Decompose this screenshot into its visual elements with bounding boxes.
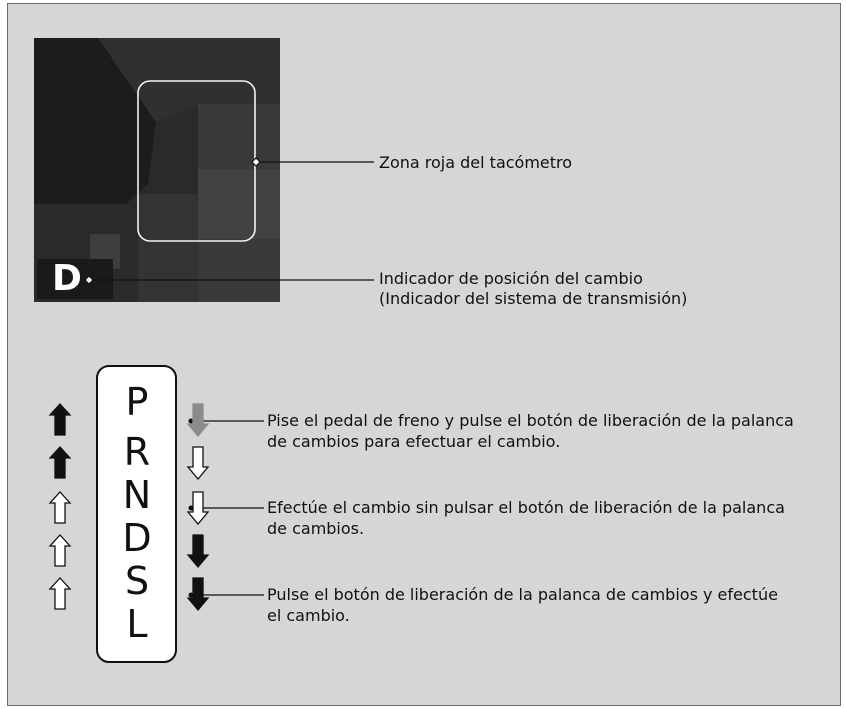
shift-indicator-leader-dot	[84, 275, 94, 285]
gear-position-s: S	[124, 559, 150, 603]
gear-position-d: D	[122, 516, 152, 560]
up-arrow-black-icon	[48, 403, 72, 436]
gear-position-n: N	[122, 473, 152, 517]
shift-position-indicator-sublabel: (Indicador del sistema de transmisión)	[379, 289, 688, 308]
no-release-leader-dot	[188, 505, 194, 511]
down-arrow-black-icon	[186, 577, 210, 612]
press-release-instruction-line2: el cambio.	[267, 606, 350, 625]
shift-position-indicator-letter: D	[52, 258, 82, 299]
press-release-leader-dot	[188, 592, 194, 598]
red-zone-leader-dot	[251, 157, 261, 167]
down-arrow-gray-icon	[186, 403, 210, 438]
left-arrow-column	[48, 403, 72, 610]
gear-selector-frame	[96, 365, 177, 663]
brake-instruction-line2: de cambios para efectuar el cambio.	[267, 432, 561, 451]
down-arrow-black-icon	[186, 534, 210, 569]
brake-instruction-line1: Pise el pedal de freno y pulse el botón …	[267, 411, 794, 430]
shift-position-indicator-label: Indicador de posición del cambio	[379, 269, 643, 288]
no-release-instruction-line1: Efectúe el cambio sin pulsar el botón de…	[267, 498, 785, 517]
down-arrow-white-icon	[186, 446, 210, 481]
no-release-instruction-line2: de cambios.	[267, 519, 365, 538]
gear-position-r: R	[123, 430, 151, 474]
diagram-panel: D Zona roja del tacómetro Indicador de p…	[7, 3, 841, 706]
brake-leader-dot	[188, 418, 194, 424]
gear-position-p: P	[125, 380, 149, 424]
down-arrow-white-icon	[186, 491, 210, 526]
up-arrow-white-icon	[48, 577, 72, 610]
instrument-cluster-image	[34, 38, 280, 302]
tachometer-red-zone-label: Zona roja del tacómetro	[379, 153, 573, 172]
right-arrow-column	[186, 403, 210, 612]
press-release-instruction-line1: Pulse el botón de liberación de la palan…	[267, 585, 778, 604]
up-arrow-black-icon	[48, 446, 72, 479]
up-arrow-white-icon	[48, 534, 72, 567]
diagram-graphics	[34, 38, 374, 663]
up-arrow-white-icon	[48, 491, 72, 524]
gear-position-l: L	[126, 602, 148, 646]
